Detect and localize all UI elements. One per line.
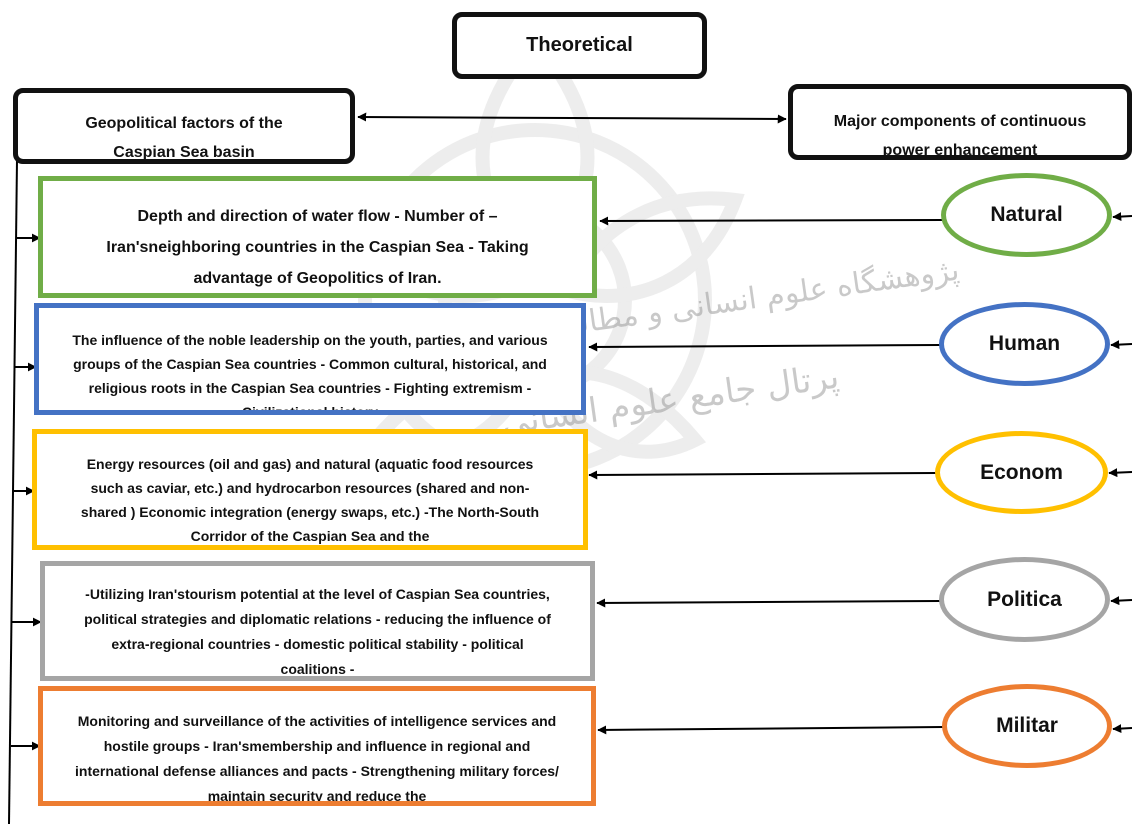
political-oval: Politica [939, 557, 1110, 642]
left-header-box: Geopolitical factors of the Caspian Sea … [13, 88, 355, 164]
human-label: Human [988, 332, 1061, 355]
right-header-box: Major components of continuous power enh… [788, 84, 1132, 160]
left-header-text: Geopolitical factors of the Caspian Sea … [85, 115, 283, 161]
natural-factors-text: Depth and direction of water flow - Numb… [106, 208, 529, 287]
economic-factors-box: Energy resources (oil and gas) and natur… [32, 429, 588, 550]
military-label: Militar [996, 714, 1058, 737]
natural-label: Natural [990, 203, 1063, 226]
economic-factors-text: Energy resources (oil and gas) and natur… [80, 456, 540, 544]
military-oval: Militar [942, 684, 1112, 768]
natural-oval: Natural [941, 173, 1112, 257]
economic-oval: Econom [935, 431, 1108, 514]
political-factors-box: -Utilizing Iran'stourism potential at th… [40, 561, 595, 681]
natural-factors-box: Depth and direction of water flow - Numb… [38, 176, 597, 298]
title-box: Theoretical [452, 12, 707, 79]
title-text: Theoretical [526, 34, 633, 56]
human-factors-text: The influence of the noble leadership on… [72, 332, 548, 415]
political-factors-text: -Utilizing Iran'stourism potential at th… [84, 586, 551, 677]
military-factors-text: Monitoring and surveillance of the activ… [75, 713, 559, 804]
right-header-text: Major components of continuous power enh… [833, 113, 1087, 159]
political-label: Politica [987, 587, 1062, 611]
economic-label: Econom [980, 460, 1063, 484]
military-factors-box: Monitoring and surveillance of the activ… [38, 686, 596, 806]
human-oval: Human [939, 302, 1110, 386]
human-factors-box: The influence of the noble leadership on… [34, 303, 586, 415]
